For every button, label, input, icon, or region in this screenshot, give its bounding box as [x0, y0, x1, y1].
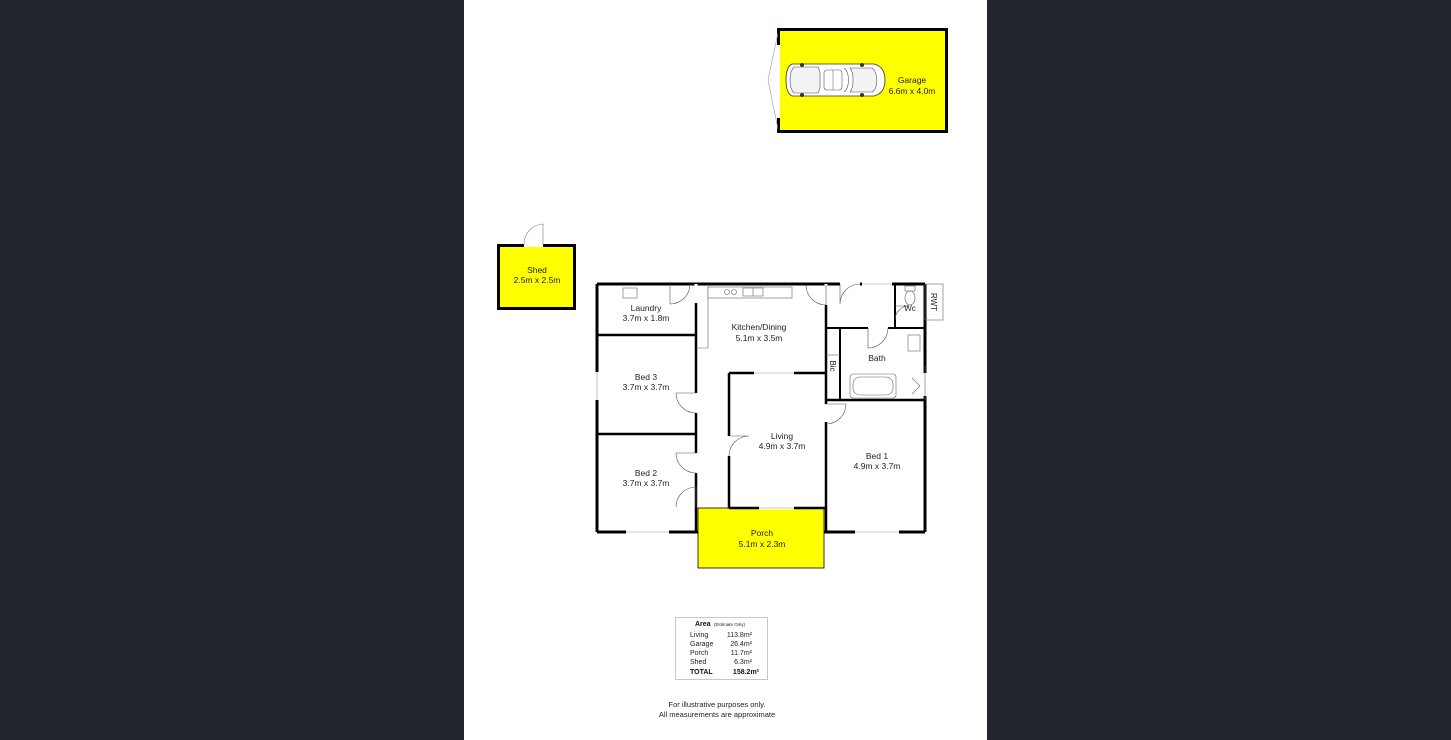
disclaimer-line-1: For illustrative purposes only. [669, 700, 766, 709]
garage-label: Garage [898, 75, 927, 85]
bed1-size: 4.9m x 3.7m [854, 461, 901, 471]
rwt-label: RWT [929, 293, 938, 311]
shed-label: Shed [527, 265, 547, 275]
area-table-subtitle: (Estimate Only) [714, 622, 746, 627]
porch: Porch 5.1m x 2.3m [697, 507, 825, 569]
area-row-value: 26.4m² [730, 641, 752, 648]
area-row-label: Porch [690, 650, 708, 657]
area-total-value: 158.2m² [733, 669, 760, 676]
area-table-border [675, 617, 768, 680]
bed2-size: 3.7m x 3.7m [623, 478, 670, 488]
bath-label: Bath [868, 353, 886, 363]
area-table-title: Area [695, 621, 711, 628]
garage: Garage 6.6m x 4.0m [767, 28, 948, 133]
porch-label: Porch [751, 528, 773, 538]
garage-door-swing [767, 32, 779, 130]
area-row-label: Shed [690, 659, 706, 666]
bed1-label: Bed 1 [866, 451, 888, 461]
floor-plan: Garage 6.6m x 4.0m Shed 2.5m x 2.5m Porc… [497, 28, 948, 719]
laundry-size: 3.7m x 1.8m [623, 313, 670, 323]
living-size: 4.9m x 3.7m [759, 441, 806, 451]
room-labels: Laundry 3.7m x 1.8m Kitchen/Dining 5.1m … [623, 293, 938, 488]
bed3-label: Bed 3 [635, 372, 657, 382]
porch-fill [697, 507, 825, 569]
floor-plan-sheet: Garage 6.6m x 4.0m Shed 2.5m x 2.5m Porc… [464, 0, 987, 740]
shed-door-swing [523, 223, 544, 246]
area-row-label: Garage [690, 641, 713, 648]
bic-label: Bic [828, 360, 837, 371]
wc-label: Wc [904, 304, 916, 313]
car-icon [785, 63, 886, 97]
shed-size: 2.5m x 2.5m [514, 275, 561, 285]
area-row-value: 6.3m² [734, 659, 753, 666]
area-row-label: Living [690, 632, 708, 639]
interior-fixtures [622, 283, 944, 400]
living-label: Living [771, 431, 793, 441]
bed3-size: 3.7m x 3.7m [623, 382, 670, 392]
area-row-value: 113.8m² [727, 632, 753, 639]
garage-size: 6.6m x 4.0m [889, 86, 936, 96]
disclaimer-line-2: All measurements are approximate [659, 710, 775, 719]
shed-fill [497, 244, 576, 310]
kitchen-size: 5.1m x 3.5m [736, 333, 783, 343]
kitchen-label: Kitchen/Dining [732, 322, 787, 332]
porch-size: 5.1m x 2.3m [739, 539, 786, 549]
area-row-value: 11.7m² [731, 650, 753, 657]
house-walls [595, 282, 927, 534]
area-table: Area (Estimate Only) Living 113.8m² Gara… [675, 617, 768, 680]
laundry-label: Laundry [631, 303, 662, 313]
door-swings [669, 283, 910, 508]
area-total-label: TOTAL [690, 669, 713, 676]
shed: Shed 2.5m x 2.5m [497, 223, 576, 310]
bed2-label: Bed 2 [635, 468, 657, 478]
